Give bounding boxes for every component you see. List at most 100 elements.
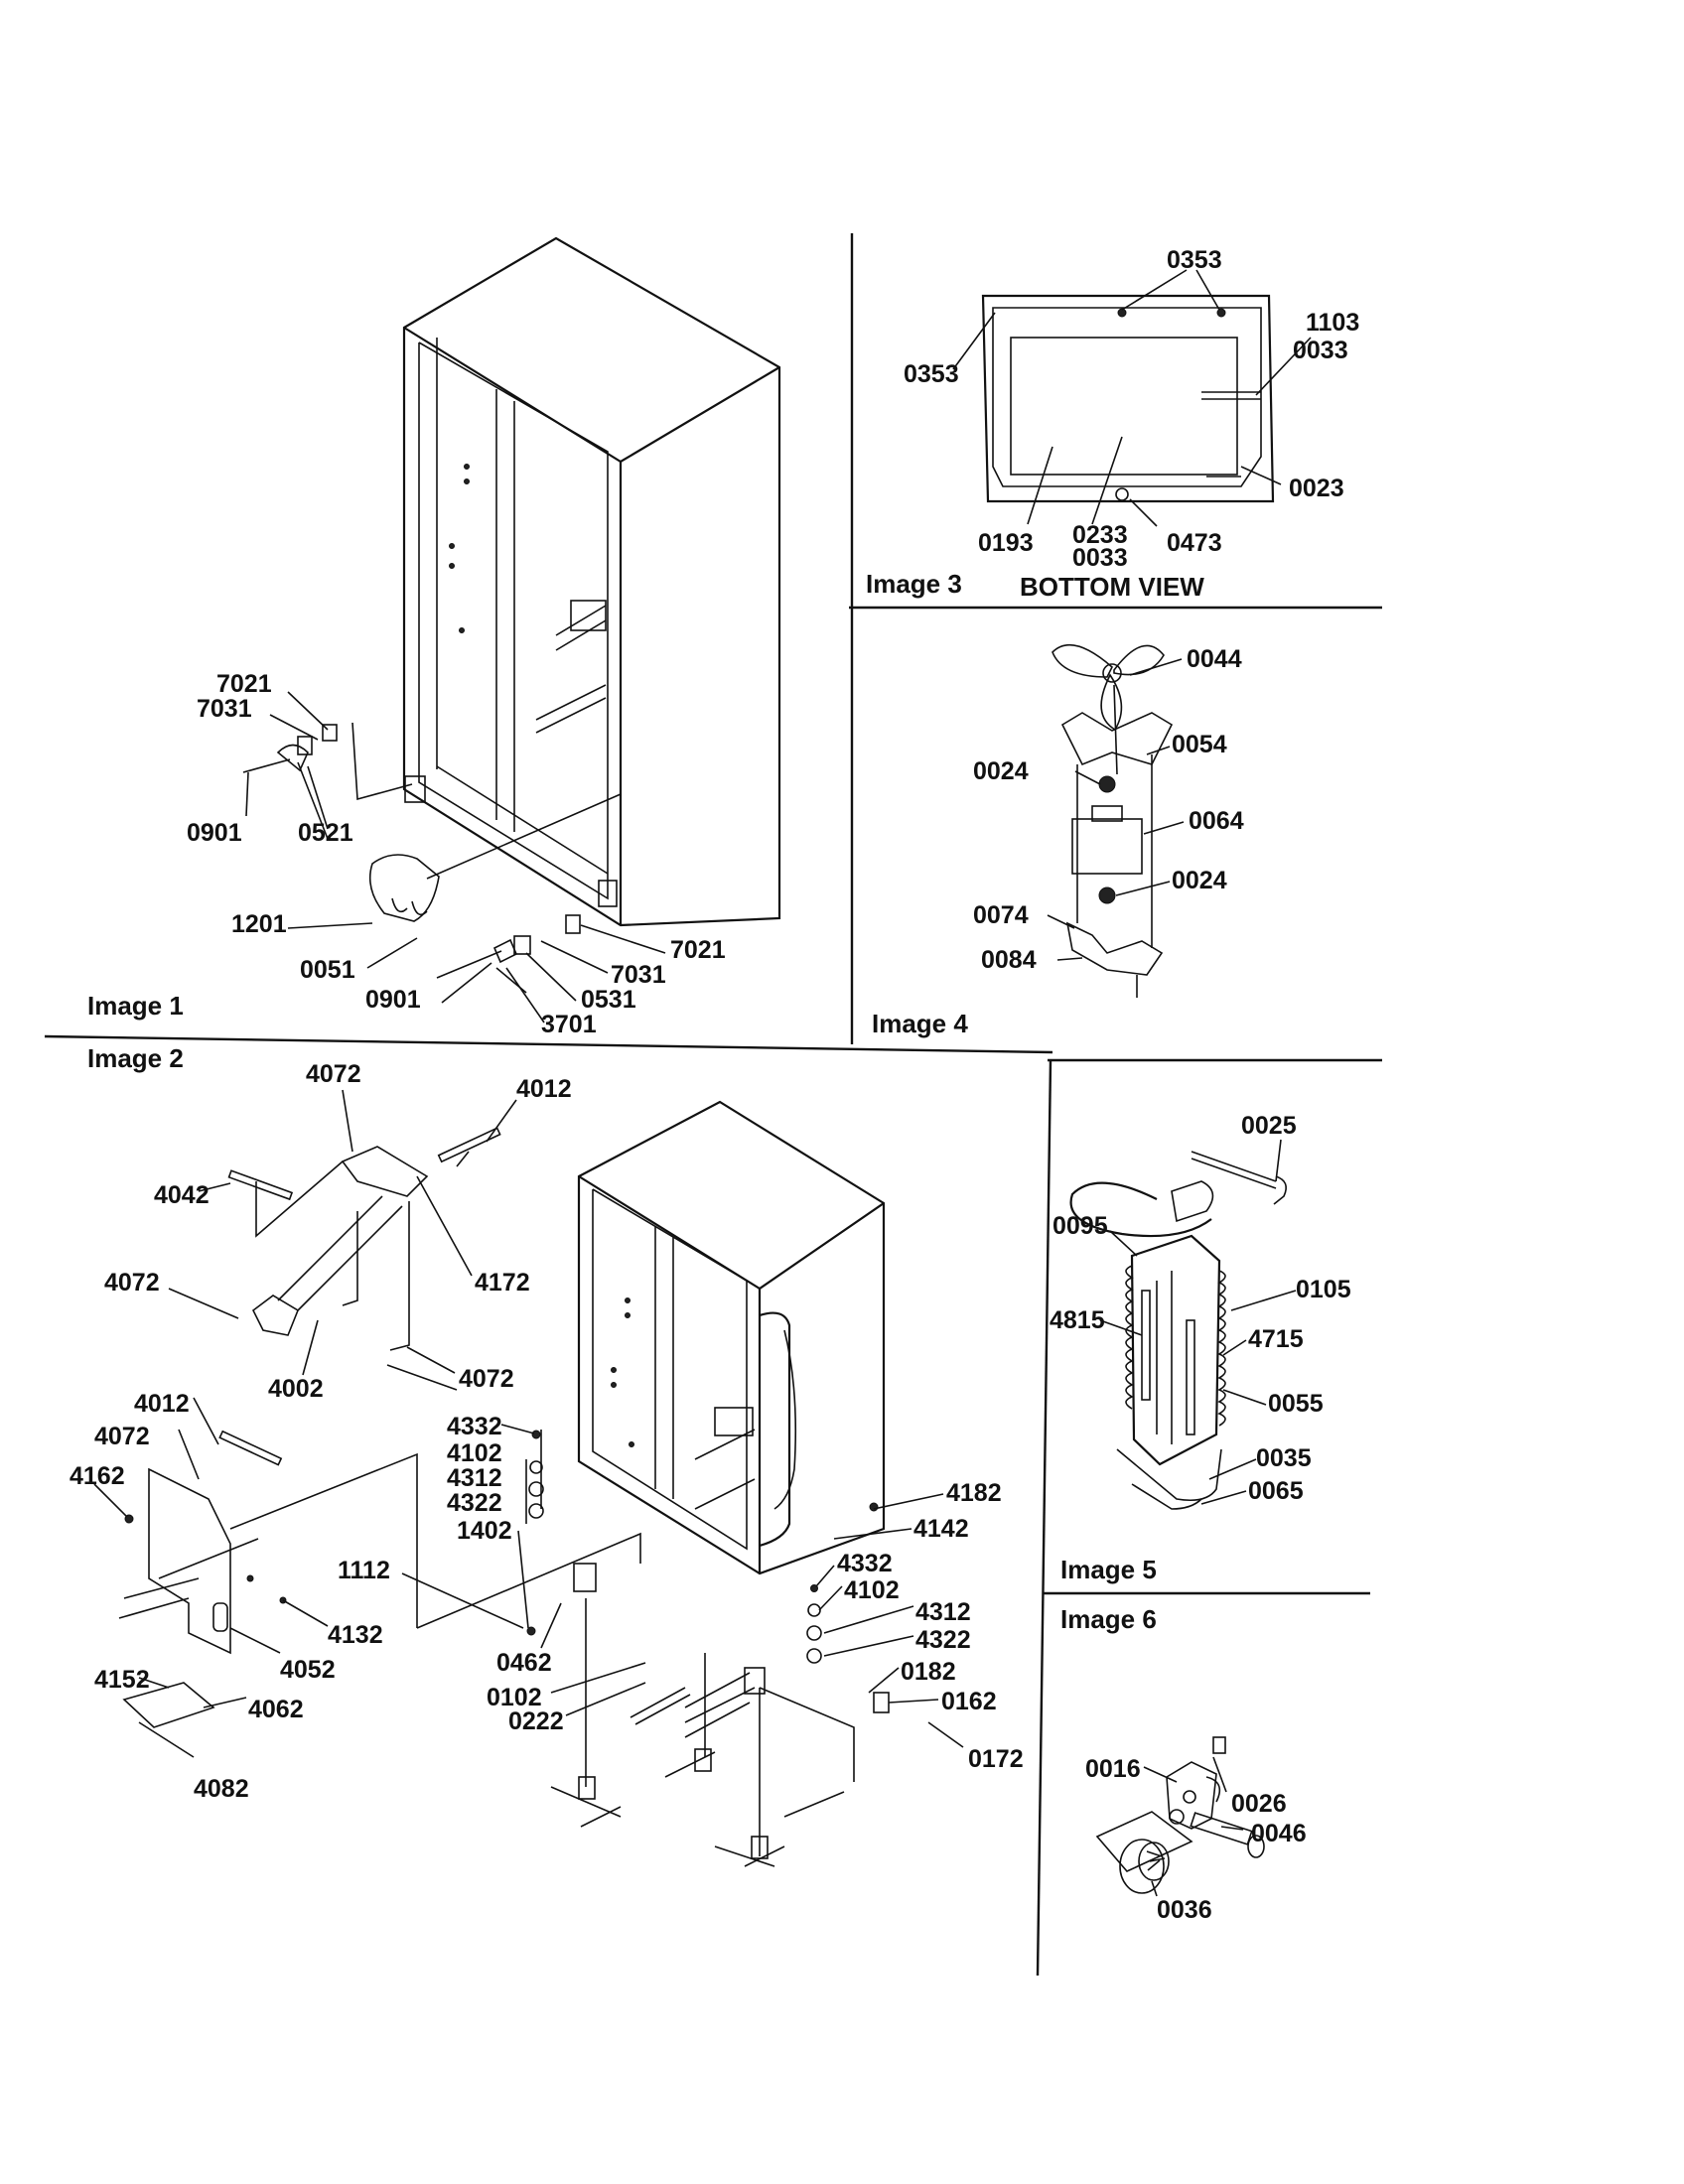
dispenser-parts-drawing <box>118 1127 822 1728</box>
callout-4102-left: 4102 <box>447 1439 502 1467</box>
callout-0105: 0105 <box>1296 1276 1351 1303</box>
callout-0074: 0074 <box>973 901 1029 929</box>
callout-0531: 0531 <box>581 986 636 1014</box>
callout-0025: 0025 <box>1241 1112 1297 1140</box>
callout-0044: 0044 <box>1187 645 1242 673</box>
callout-0353-top: 0353 <box>1167 246 1222 274</box>
callout-0065: 0065 <box>1248 1477 1304 1505</box>
cabinet-drawing <box>402 236 781 927</box>
image-2-caption: Image 2 <box>87 1043 184 1073</box>
callout-4322-left: 4322 <box>447 1489 502 1517</box>
callout-1112: 1112 <box>338 1557 390 1584</box>
callout-0222: 0222 <box>508 1707 564 1735</box>
image-1-callouts <box>245 691 666 1024</box>
callout-1402: 1402 <box>457 1517 512 1545</box>
callout-0095: 0095 <box>1052 1212 1108 1240</box>
callout-0054: 0054 <box>1172 731 1227 758</box>
callout-0901-upper: 0901 <box>187 819 242 847</box>
callout-0035: 0035 <box>1256 1444 1312 1472</box>
image-1-caption: Image 1 <box>87 991 184 1021</box>
callout-4132: 4132 <box>328 1621 383 1649</box>
callout-4152: 4152 <box>94 1666 150 1694</box>
callout-0182: 0182 <box>901 1658 956 1686</box>
callout-0036: 0036 <box>1157 1896 1212 1924</box>
image-6-caption: Image 6 <box>1060 1604 1157 1634</box>
evaporator-drawing <box>1069 1151 1287 1510</box>
callout-0084: 0084 <box>981 946 1037 974</box>
callout-7021-upper: 7021 <box>216 670 272 698</box>
callout-0353-left: 0353 <box>904 360 959 388</box>
callout-4162: 4162 <box>70 1462 125 1490</box>
callout-4052: 4052 <box>280 1656 336 1684</box>
callout-4072-mid: 4072 <box>459 1365 514 1393</box>
bottom-view-drawing <box>981 294 1275 503</box>
callout-0102: 0102 <box>487 1684 542 1711</box>
callout-4042: 4042 <box>154 1181 210 1209</box>
image-5-panel: 0025 0095 0105 4815 4715 0055 0035 0065 … <box>1050 1112 1351 1584</box>
callout-0033-right: 0033 <box>1293 337 1348 364</box>
hinge-assembly-upper <box>242 722 413 830</box>
callout-7021-lower: 7021 <box>670 936 726 964</box>
callout-4012-top: 4012 <box>516 1075 572 1103</box>
callout-4182: 4182 <box>946 1479 1002 1507</box>
callout-4312-left: 4312 <box>447 1464 502 1492</box>
callout-0023: 0023 <box>1289 475 1344 502</box>
callout-0024-lower: 0024 <box>1172 867 1227 894</box>
image-6-callouts <box>1143 1756 1244 1897</box>
image-1-panel: 7021 7031 0901 0521 1201 0051 0901 3701 … <box>87 236 781 1038</box>
callout-4082: 4082 <box>194 1775 249 1803</box>
callout-4332-left: 4332 <box>447 1413 502 1440</box>
callout-4142: 4142 <box>913 1515 969 1543</box>
image-5-caption: Image 5 <box>1060 1555 1157 1584</box>
image-4-panel: 0044 0054 0024 0064 0024 0074 0084 Image… <box>872 643 1244 1038</box>
callout-0172: 0172 <box>968 1745 1024 1773</box>
callout-0046: 0046 <box>1251 1820 1307 1847</box>
callout-1201: 1201 <box>231 910 287 938</box>
callout-0051: 0051 <box>300 956 355 984</box>
callout-4072-lower: 4072 <box>94 1423 150 1450</box>
callout-4002: 4002 <box>268 1375 324 1403</box>
image-3-callouts <box>952 269 1312 527</box>
image-4-caption: Image 4 <box>872 1009 968 1038</box>
callout-4062: 4062 <box>248 1696 304 1723</box>
callout-0064: 0064 <box>1189 807 1244 835</box>
callout-3701: 3701 <box>541 1011 597 1038</box>
image-5-callouts <box>1099 1139 1297 1505</box>
callout-4322-right: 4322 <box>915 1626 971 1654</box>
leveling-cover-part <box>368 793 622 922</box>
callout-4715: 4715 <box>1248 1325 1304 1353</box>
callout-0055: 0055 <box>1268 1390 1324 1418</box>
image-3-caption: Image 3 <box>866 569 962 599</box>
callout-0462: 0462 <box>496 1649 552 1677</box>
callout-4332-right: 4332 <box>837 1550 893 1577</box>
callout-0193: 0193 <box>978 529 1034 557</box>
callout-7031-lower: 7031 <box>611 961 666 989</box>
damper-drawing <box>1095 1736 1265 1894</box>
panel-dividers <box>44 233 1382 1977</box>
image-3-panel: 0353 1103 0033 0353 0023 0193 0233 0033 … <box>866 246 1359 602</box>
callout-4815: 4815 <box>1050 1306 1105 1334</box>
hinge-assembly-lower <box>436 914 581 994</box>
callout-0033-bottom: 0033 <box>1072 544 1128 572</box>
callout-4072-left: 4072 <box>104 1269 160 1297</box>
image-6-panel: 0016 0026 0046 0036 Image 6 <box>1060 1604 1307 1924</box>
image-4-callouts <box>1047 658 1185 961</box>
callout-0024-upper: 0024 <box>973 757 1029 785</box>
callout-1103: 1103 <box>1306 309 1359 337</box>
cabinet-drawing-2 <box>550 1100 890 1867</box>
callout-4312-right: 4312 <box>915 1598 971 1626</box>
callout-0026: 0026 <box>1231 1790 1287 1818</box>
callout-4072-top: 4072 <box>306 1060 361 1088</box>
callout-0521: 0521 <box>298 819 353 847</box>
callout-0473: 0473 <box>1167 529 1222 557</box>
callout-4012-lower: 4012 <box>134 1390 190 1418</box>
callout-0016: 0016 <box>1085 1755 1141 1783</box>
bottom-view-title: BOTTOM VIEW <box>1020 572 1204 602</box>
fan-motor-drawing <box>1052 643 1174 998</box>
image-2-callouts <box>93 1089 964 1758</box>
callout-4102-right: 4102 <box>844 1576 900 1604</box>
callout-4172: 4172 <box>475 1269 530 1297</box>
callout-0233: 0233 <box>1072 521 1128 549</box>
callout-7031-upper: 7031 <box>197 695 252 723</box>
